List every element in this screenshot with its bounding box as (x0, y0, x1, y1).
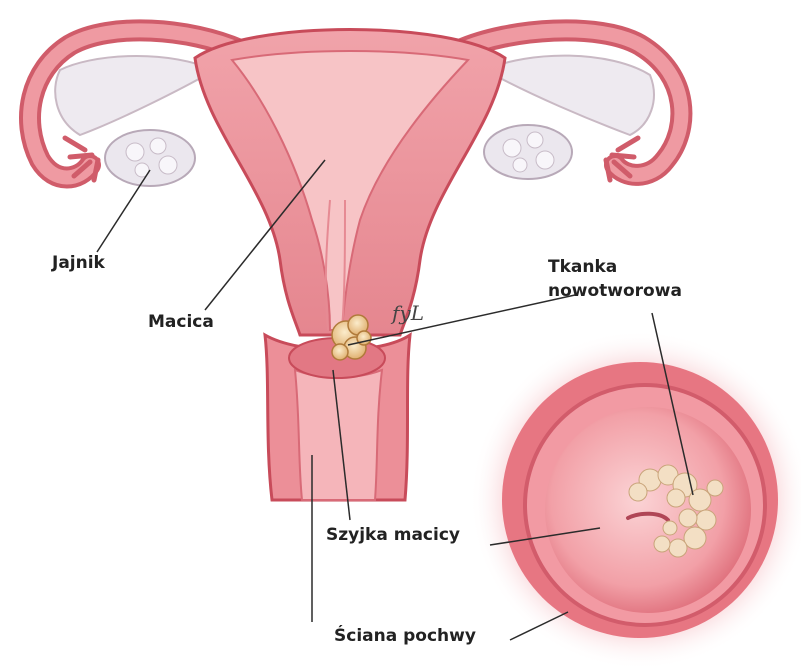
left-ovary (105, 130, 195, 186)
label-tumor-line1: Tkanka (548, 257, 617, 277)
leader-ovary (97, 170, 150, 252)
label-cervix: Szyjka macicy (326, 525, 460, 545)
label-tumor-line2: nowotworowa (548, 281, 682, 301)
uterus (195, 30, 505, 336)
label-ovary: Jajnik (51, 253, 106, 273)
label-uterus: Macica (148, 312, 214, 332)
cervix-closeup (470, 330, 801, 666)
right-ovary (484, 125, 572, 179)
artist-signature: fyL (390, 301, 424, 325)
label-vaginal-wall: Ściana pochwy (334, 624, 476, 646)
